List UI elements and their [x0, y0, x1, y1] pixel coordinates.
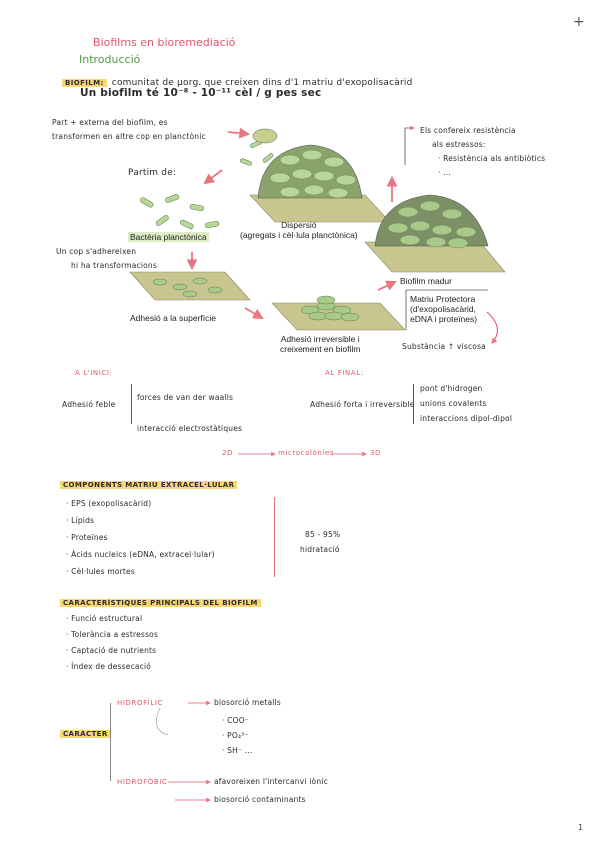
mature-biofilm-label: Biofilm madur: [400, 276, 452, 286]
characteristics-list: · Funció estructural · Tolerància a estr…: [66, 614, 159, 671]
add-page-button[interactable]: +: [573, 14, 585, 30]
hydrophobic-label: HIDROFÒBIC: [117, 778, 168, 786]
hydration-label: hidratació: [300, 545, 340, 554]
planktonic-bacteria: [140, 140, 274, 230]
flow-3d: 3D: [370, 449, 382, 457]
microcolony: [300, 295, 360, 322]
planktonic-bacteria-label: Bactèria planctònica: [128, 232, 209, 242]
ion-exchange: afavoreixen l'intercanvi iònic: [214, 777, 328, 786]
definition-line: BIOFILM: comunitat de μorg. que creixen …: [62, 70, 412, 89]
biofilm-tag: BIOFILM:: [62, 79, 107, 87]
character-label: CARÀCTER: [60, 730, 111, 738]
characteristics-heading: CARACTERÍSTIQUES PRINCIPALS DEL BIOFILM: [60, 599, 261, 607]
biofilm-density: Un biofilm té 10⁻⁸ - 10⁻¹¹ cèl / g pes s…: [80, 87, 322, 99]
dispersal-label: Dispersió(agregats i cèl·lula planctònic…: [240, 220, 358, 240]
hydrophilic-label: HIDROFÍLIC: [117, 699, 164, 707]
end-label: AL FINAL:: [325, 369, 364, 377]
adhered-bacteria: [152, 277, 223, 298]
biofilm-definition: comunitat de μorg. que creixen dins d'1 …: [111, 78, 413, 88]
page-title: Biofilms en bioremediació: [93, 36, 236, 49]
matrix-list: · EPS (exopolisacàrid) · Lípids · Proteï…: [66, 499, 215, 576]
metal-biosorption: biosorció metalls: [214, 698, 281, 707]
intro-heading: Introducció: [79, 53, 141, 66]
ion-groups: · COO⁻ · PO₄³⁻ · SH⁻ ...: [222, 716, 253, 755]
weak-adhesion: Adhesió feble: [62, 400, 116, 409]
flow-microcolonies: microcolònies: [278, 449, 335, 457]
strong-adhesion: Adhesió forta i irreversible: [310, 400, 415, 409]
hydration-value: 85 - 95%: [305, 530, 341, 539]
start-label: A L'INICI:: [75, 369, 113, 377]
substrate-plate-3: [249, 194, 391, 223]
partim-de-label: Partim de:: [128, 168, 177, 178]
matrix-heading: COMPONENTS MATRIU EXTRACEL·LULAR: [60, 481, 238, 489]
page-number: 1: [578, 823, 584, 832]
contaminant-biosorption: biosorció contaminants: [214, 795, 306, 804]
flow-2d: 2D: [222, 449, 234, 457]
protective-matrix-label: Matriu Protectora(d'exopolisacàrid,eDNA …: [410, 294, 478, 324]
resistance-note: Els confereix resistència als estressos:…: [420, 126, 546, 177]
viscous-substance-note: Substància ↑ viscosa: [402, 342, 486, 351]
surface-adhesion-label: Adhesió a la superfície: [130, 313, 216, 323]
